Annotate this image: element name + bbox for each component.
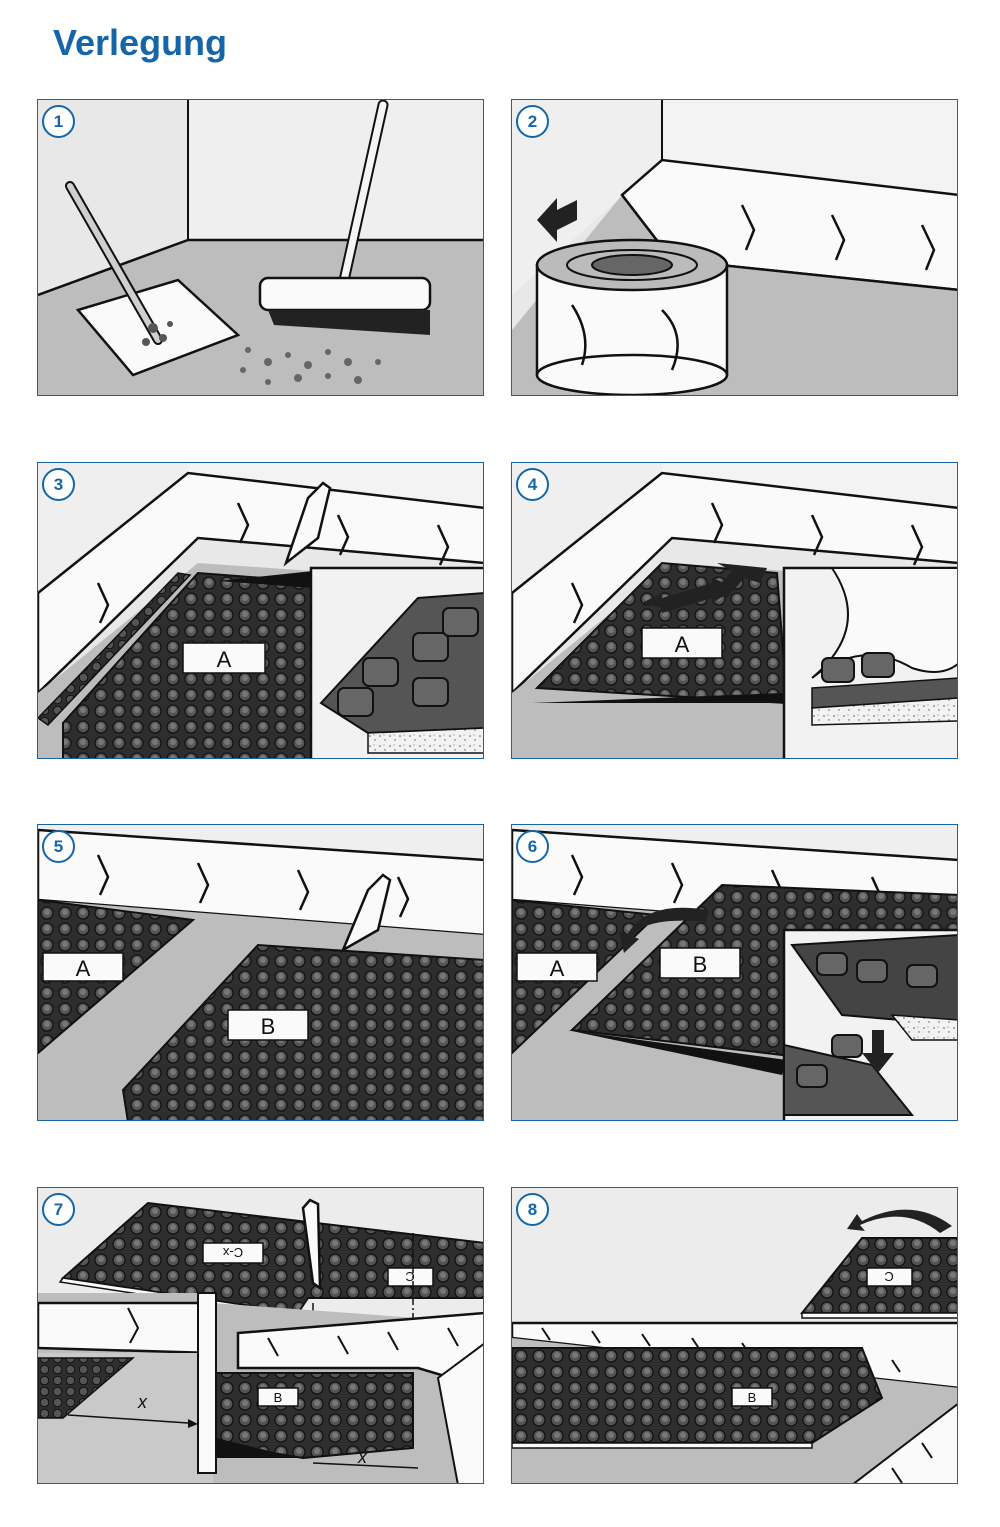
cutter-knife-icon — [283, 481, 332, 567]
step-number-badge: 4 — [516, 468, 549, 501]
step-number-badge: 6 — [516, 830, 549, 863]
step-2-panel: 2 — [511, 99, 958, 396]
step-number-badge: 3 — [42, 468, 75, 501]
step-1-panel: 1 — [37, 99, 484, 396]
dustpan-icon — [65, 181, 241, 377]
mat-label-c: C — [405, 1269, 414, 1284]
dimension-x-label-2: x — [357, 1447, 368, 1467]
step-number-badge: 5 — [42, 830, 75, 863]
arrow-left-icon — [537, 198, 577, 242]
cutter-knife-icon — [301, 1198, 322, 1291]
step-5-panel: 5 A B — [37, 824, 484, 1121]
mat-label-a: A — [550, 956, 565, 981]
mat-label: A — [217, 647, 232, 672]
mat-label-a: A — [76, 956, 91, 981]
page-title: Verlegung — [53, 22, 228, 63]
step-4-panel: 4 A — [511, 462, 958, 759]
tape-roll-icon — [535, 238, 729, 395]
step-7-illustration: C-x C B x x — [38, 1188, 483, 1483]
arrow-down-icon — [862, 1030, 894, 1073]
step-number-badge: 1 — [42, 105, 75, 138]
curved-arrow-icon — [619, 907, 707, 953]
mat-label-c-x: C-x — [222, 1245, 243, 1260]
step-2-illustration — [512, 100, 957, 395]
cutter-knife-icon — [340, 873, 392, 953]
mat-label-b: B — [748, 1390, 757, 1405]
step-8-panel: 8 C B — [511, 1187, 958, 1484]
curved-arrow-icon — [847, 1209, 952, 1233]
step-number-badge: 7 — [42, 1193, 75, 1226]
step-number-badge: 8 — [516, 1193, 549, 1226]
mat-label-b: B — [693, 952, 708, 977]
step-4-illustration: A — [512, 463, 957, 758]
step-number-badge: 2 — [516, 105, 549, 138]
broom-icon — [258, 100, 432, 335]
mat-label-b: B — [261, 1014, 276, 1039]
step-6-panel: 6 A B — [511, 824, 958, 1121]
step-8-illustration: C B — [512, 1188, 957, 1483]
dimension-x-label: x — [137, 1392, 148, 1412]
step-7-panel: 7 C-x C B x x — [37, 1187, 484, 1484]
double-arrow-icon — [642, 563, 767, 613]
mat-label-c: C — [884, 1269, 893, 1284]
mat-label-b: B — [274, 1390, 283, 1405]
insulation-mat-b — [512, 1347, 884, 1444]
step-6-illustration: A B — [512, 825, 957, 1120]
mat-label: A — [675, 632, 690, 657]
step-1-illustration — [38, 100, 483, 395]
step-3-illustration: A — [38, 463, 483, 758]
step-3-panel: 3 A — [37, 462, 484, 759]
step-5-illustration: A B — [38, 825, 483, 1120]
